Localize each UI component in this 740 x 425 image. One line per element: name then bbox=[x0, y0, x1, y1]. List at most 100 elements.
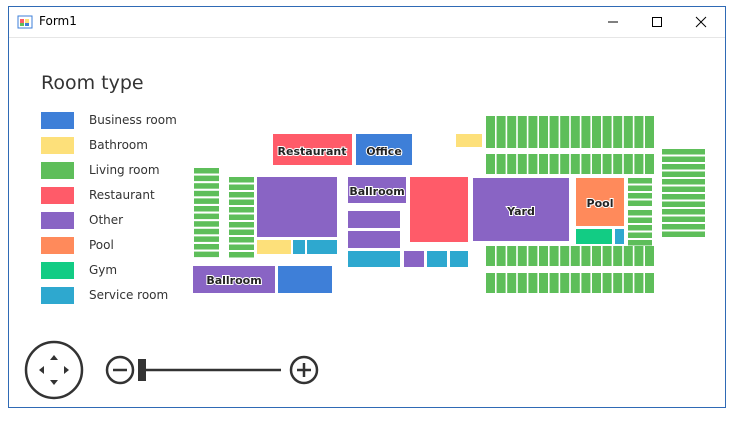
living-room[interactable] bbox=[570, 273, 580, 293]
living-room[interactable] bbox=[486, 273, 495, 293]
living-room[interactable] bbox=[194, 190, 219, 197]
living-room[interactable] bbox=[662, 209, 705, 215]
living-room[interactable] bbox=[628, 232, 652, 239]
living-room[interactable] bbox=[628, 225, 652, 231]
living-room[interactable] bbox=[645, 116, 654, 148]
living-room[interactable] bbox=[662, 171, 705, 178]
living-room[interactable] bbox=[602, 273, 612, 293]
other-room-b[interactable] bbox=[348, 231, 400, 248]
living-room[interactable] bbox=[592, 246, 601, 266]
living-room[interactable] bbox=[581, 116, 591, 148]
living-room[interactable] bbox=[229, 244, 254, 251]
living-room[interactable] bbox=[194, 183, 219, 189]
living-room[interactable] bbox=[662, 194, 705, 200]
living-room[interactable] bbox=[662, 231, 705, 238]
yard-area[interactable]: Yard bbox=[473, 178, 569, 241]
service-room-a[interactable] bbox=[293, 240, 305, 254]
bathroom-top[interactable] bbox=[456, 134, 482, 147]
living-room[interactable] bbox=[496, 116, 506, 148]
service-room-b[interactable] bbox=[307, 240, 337, 254]
living-room[interactable] bbox=[623, 246, 633, 266]
service-room-d[interactable] bbox=[427, 251, 447, 267]
living-room[interactable] bbox=[662, 156, 705, 163]
living-room[interactable] bbox=[628, 193, 652, 199]
living-room[interactable] bbox=[581, 246, 591, 266]
living-room[interactable] bbox=[570, 246, 580, 266]
living-room[interactable] bbox=[628, 217, 652, 224]
living-room[interactable] bbox=[560, 116, 570, 148]
living-room[interactable] bbox=[194, 244, 219, 250]
living-room[interactable] bbox=[602, 154, 612, 174]
living-room[interactable] bbox=[570, 154, 580, 174]
living-room[interactable] bbox=[517, 154, 527, 174]
living-room[interactable] bbox=[662, 186, 705, 193]
living-room[interactable] bbox=[645, 273, 654, 293]
living-room[interactable] bbox=[229, 207, 254, 213]
living-room[interactable] bbox=[194, 206, 219, 212]
living-room[interactable] bbox=[602, 246, 612, 266]
service-room-c[interactable] bbox=[348, 251, 400, 267]
living-room[interactable] bbox=[486, 154, 495, 174]
living-room[interactable] bbox=[229, 192, 254, 198]
living-room[interactable] bbox=[570, 116, 580, 148]
living-room[interactable] bbox=[507, 154, 517, 174]
large-other-room[interactable] bbox=[257, 177, 337, 237]
living-room[interactable] bbox=[229, 214, 254, 221]
business-room-bottom[interactable] bbox=[278, 266, 332, 293]
living-room[interactable] bbox=[194, 228, 219, 235]
close-button[interactable] bbox=[679, 7, 723, 37]
pan-down-icon[interactable] bbox=[50, 380, 58, 385]
living-room[interactable] bbox=[662, 179, 705, 185]
other-room-c[interactable] bbox=[404, 251, 424, 267]
living-room[interactable] bbox=[634, 116, 644, 148]
living-room[interactable] bbox=[628, 200, 652, 207]
living-room[interactable] bbox=[496, 246, 506, 266]
living-room[interactable] bbox=[560, 246, 570, 266]
restaurant-large[interactable] bbox=[410, 177, 468, 242]
living-room[interactable] bbox=[229, 229, 254, 236]
living-room[interactable] bbox=[528, 154, 538, 174]
living-room[interactable] bbox=[634, 246, 644, 266]
service-room-f[interactable] bbox=[615, 229, 624, 244]
living-room[interactable] bbox=[581, 273, 591, 293]
living-room[interactable] bbox=[539, 273, 548, 293]
living-room[interactable] bbox=[539, 246, 548, 266]
living-room[interactable] bbox=[486, 116, 495, 148]
living-room[interactable] bbox=[229, 252, 254, 258]
living-room[interactable] bbox=[517, 273, 527, 293]
maximize-button[interactable] bbox=[635, 7, 679, 37]
living-room[interactable] bbox=[634, 273, 644, 293]
living-room[interactable] bbox=[528, 116, 538, 148]
living-room[interactable] bbox=[229, 237, 254, 243]
living-room[interactable] bbox=[496, 273, 506, 293]
living-room[interactable] bbox=[628, 185, 652, 192]
living-room[interactable] bbox=[194, 213, 219, 220]
office-room[interactable]: Office bbox=[356, 134, 412, 165]
living-room[interactable] bbox=[539, 116, 548, 148]
restaurant-room[interactable]: Restaurant bbox=[273, 134, 352, 165]
living-room[interactable] bbox=[486, 246, 495, 266]
living-room[interactable] bbox=[194, 221, 219, 227]
service-room-e[interactable] bbox=[450, 251, 468, 267]
living-room[interactable] bbox=[517, 116, 527, 148]
pan-right-icon[interactable] bbox=[64, 366, 69, 374]
living-room[interactable] bbox=[539, 154, 548, 174]
living-room[interactable] bbox=[623, 273, 633, 293]
living-room[interactable] bbox=[662, 149, 705, 155]
living-room[interactable] bbox=[645, 246, 654, 266]
living-room[interactable] bbox=[229, 199, 254, 206]
zoom-in-button[interactable] bbox=[289, 355, 319, 385]
living-room[interactable] bbox=[592, 154, 601, 174]
living-room[interactable] bbox=[517, 246, 527, 266]
living-room[interactable] bbox=[581, 154, 591, 174]
living-room[interactable] bbox=[628, 240, 652, 246]
pan-left-icon[interactable] bbox=[39, 366, 44, 374]
pan-up-icon[interactable] bbox=[50, 355, 58, 360]
living-room[interactable] bbox=[507, 246, 517, 266]
living-room[interactable] bbox=[623, 154, 633, 174]
living-room[interactable] bbox=[628, 210, 652, 216]
living-room[interactable] bbox=[496, 154, 506, 174]
living-room[interactable] bbox=[645, 154, 654, 174]
ballroom-top-room[interactable]: Ballroom bbox=[348, 177, 406, 203]
zoom-out-button[interactable] bbox=[105, 355, 135, 385]
